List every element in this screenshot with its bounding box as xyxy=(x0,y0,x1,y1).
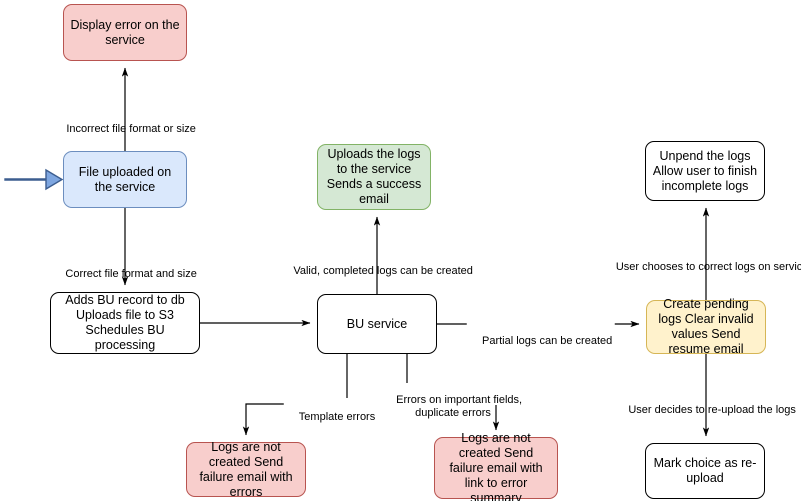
node-uploads-logs[interactable]: Uploads the logs to the service Sends a … xyxy=(317,144,431,210)
node-logs-not-created-summary[interactable]: Logs are not created Send failure email … xyxy=(434,431,558,501)
node-create-pending-logs-label: Create pending logs Clear invalid values… xyxy=(658,297,754,356)
edge-label-incorrect-format-text: Incorrect file format or size xyxy=(66,123,196,135)
node-unpend-logs[interactable]: Unpend the logs Allow user to finish inc… xyxy=(645,141,765,201)
node-display-error-label: Display error on the service xyxy=(70,17,180,47)
edge-label-user-decides-reupload: User decides to re-upload the logs xyxy=(616,391,796,430)
node-uploads-logs-label: Uploads the logs to the service Sends a … xyxy=(326,147,422,206)
node-create-pending-logs[interactable]: Create pending logs Clear invalid values… xyxy=(646,297,766,356)
edge-label-partial-logs: Partial logs can be created xyxy=(466,322,616,361)
node-bu-service[interactable]: BU service xyxy=(317,294,437,354)
edge-label-user-chooses-correct: User chooses to correct logs on service xyxy=(604,248,801,287)
edge-label-errors-important-fields-text: Errors on important fields, duplicate er… xyxy=(396,394,523,419)
node-logs-not-created-summary-label: Logs are not created Send failure email … xyxy=(449,430,543,501)
edge-label-errors-important-fields: Errors on important fields, duplicate er… xyxy=(384,381,522,433)
edge-label-user-chooses-correct-text: User chooses to correct logs on service xyxy=(615,261,801,273)
node-file-uploaded-label: File uploaded on the service xyxy=(78,164,172,194)
edge-label-correct-format: Correct file format and size xyxy=(53,255,197,294)
edge-label-incorrect-format: Incorrect file format or size xyxy=(54,110,196,149)
node-unpend-logs-label: Unpend the logs Allow user to finish inc… xyxy=(652,148,758,193)
edge-label-valid-completed-text: Valid, completed logs can be created xyxy=(293,265,473,277)
node-logs-not-created-template-label: Logs are not created Send failure email … xyxy=(199,439,293,499)
node-logs-not-created-template[interactable]: Logs are not created Send failure email … xyxy=(186,439,306,499)
external-input-arrow xyxy=(4,168,64,191)
edge-label-correct-format-text: Correct file format and size xyxy=(65,268,197,280)
edge-label-template-errors-text: Template errors xyxy=(298,411,376,423)
edge-label-template-errors: Template errors xyxy=(283,398,379,437)
node-mark-choice-reupload-label: Mark choice as re-upload xyxy=(653,456,757,485)
node-adds-bu-record[interactable]: Adds BU record to db Uploads file to S3 … xyxy=(50,292,200,354)
edge-label-valid-completed: Valid, completed logs can be created xyxy=(281,252,473,291)
node-file-uploaded[interactable]: File uploaded on the service xyxy=(63,151,187,208)
node-mark-choice-reupload[interactable]: Mark choice as re-upload xyxy=(645,443,765,499)
edge-label-user-decides-reupload-text: User decides to re-upload the logs xyxy=(628,404,796,416)
node-adds-bu-record-label: Adds BU record to db Uploads file to S3 … xyxy=(65,293,185,352)
edge-label-partial-logs-text: Partial logs can be created xyxy=(481,335,613,347)
node-bu-service-label: BU service xyxy=(346,316,408,331)
node-display-error[interactable]: Display error on the service xyxy=(63,4,187,61)
